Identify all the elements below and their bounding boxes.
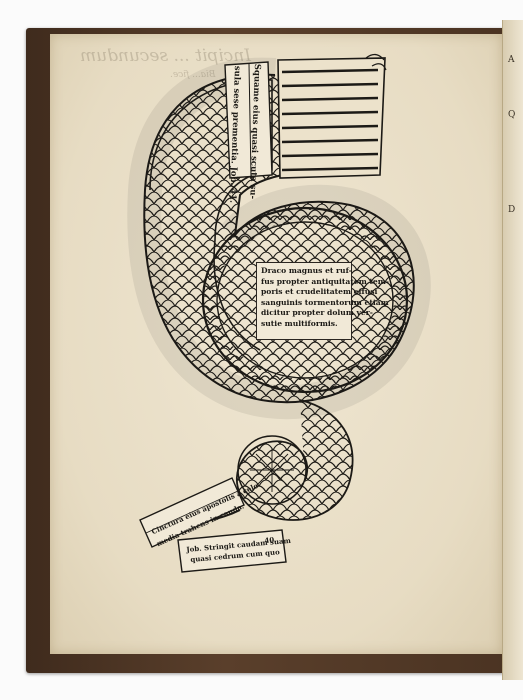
facing-page-edge: [502, 20, 523, 680]
job-verse-line-3: 40.: [264, 534, 277, 545]
top-verse-scroll: [224, 61, 273, 179]
caption-line: dicitur propter dolum ver-: [261, 308, 373, 317]
tail-verse-scroll: [139, 477, 245, 548]
job-verse-scroll: [177, 529, 287, 573]
inner-ring: [201, 206, 409, 394]
caption-line: sutie multiformis.: [261, 318, 338, 328]
central-caption-box: Draco magnus et ruf- fus propter antiqui…: [256, 262, 389, 340]
caption-line: fus propter antiquitatem tem-: [261, 276, 389, 286]
facing-page-letter: Q: [508, 110, 516, 120]
caption-line: sanguinis tormentorum etiam: [261, 297, 389, 307]
caption-line: poris et crudelitatem effusi: [261, 287, 378, 296]
dragon-fins: [277, 53, 387, 179]
facing-page-letter: D: [508, 205, 516, 215]
facing-page-letter: A: [508, 55, 515, 65]
caption-line: Draco magnus et ruf-: [261, 266, 352, 275]
